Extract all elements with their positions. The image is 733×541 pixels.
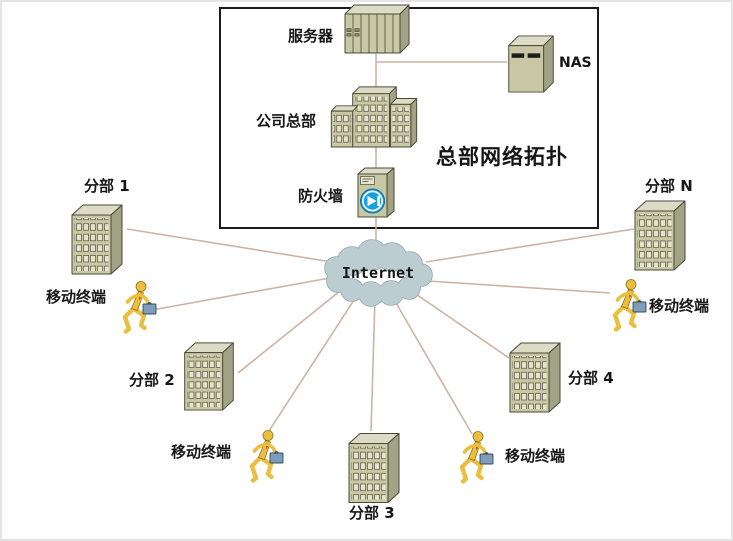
branch4-building-icon	[509, 342, 561, 413]
link-internet-branchN	[425, 228, 635, 263]
link-internet-branch2	[237, 290, 341, 374]
branch2-label: 分部 2	[129, 371, 175, 389]
mobile-terminal-bottom-left-icon	[252, 431, 283, 481]
nas-label: NAS	[559, 55, 592, 71]
branch2-building-icon	[184, 342, 234, 411]
headquarters-building-icon	[330, 86, 418, 148]
branch3-label: 分部 3	[349, 504, 395, 522]
server-icon	[344, 4, 410, 54]
mobile-terminal-right-icon	[615, 280, 646, 330]
link-internet-mobile-right	[427, 280, 611, 294]
link-internet-branch3	[370, 297, 376, 432]
link-internet-branch1	[126, 228, 333, 263]
server-label: 服务器	[287, 27, 333, 45]
branch3-building-icon	[348, 432, 400, 504]
branch1-building-icon	[71, 204, 123, 275]
diagram-title: 总部网络拓扑	[436, 145, 568, 169]
mobile-terminal-left-icon	[125, 282, 156, 332]
link-internet-mobile-left	[151, 277, 331, 311]
branch1-label: 分部 1	[84, 177, 130, 195]
firewall-icon	[357, 167, 395, 218]
firewall-label: 防火墙	[298, 187, 344, 205]
link-internet-mobile-bottom-right	[391, 295, 473, 435]
nas-icon	[508, 35, 554, 93]
branchN-label: 分部 N	[645, 177, 693, 195]
internet-label: Internet	[341, 264, 415, 282]
branchN-building-icon	[634, 200, 686, 271]
mobile-terminal-bottom-right-icon	[462, 432, 493, 482]
mobile-terminal-bottom-right-label: 移动终端	[505, 447, 566, 465]
link-internet-mobile-bottom-left	[266, 296, 357, 435]
mobile-terminal-right-label: 移动终端	[649, 297, 710, 315]
branch4-label: 分部 4	[568, 369, 614, 387]
internet-cloud	[324, 239, 433, 307]
mobile-terminal-left-label: 移动终端	[46, 288, 107, 306]
mobile-terminal-bottom-left-label: 移动终端	[171, 443, 232, 461]
link-internet-branch4	[409, 289, 510, 359]
headquarters-label: 公司总部	[256, 112, 317, 130]
